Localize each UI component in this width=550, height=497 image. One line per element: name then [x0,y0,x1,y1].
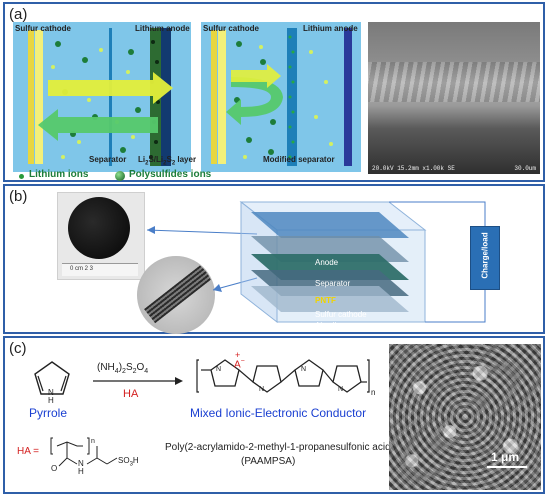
pyrrole-n: N [48,388,54,397]
chain-nh-1: N [216,366,222,373]
repeat-subscript-n: n [371,388,376,397]
scale-bar-label: 1 μm [491,450,520,464]
layer-label-sulfur-cathode: Sulfur cathode [315,310,367,319]
ha-equals-label: HA = [17,446,39,457]
cathode-current-collector [28,30,34,164]
layer-label-anode: Anode [315,258,339,267]
catalyst-ha: HA [123,388,139,400]
paampsa-structure [50,437,118,467]
anode-layer [251,212,409,238]
chain-nh-4: N [338,386,344,393]
sem-scale-text: 30.0um [514,165,536,172]
forward-arrow [48,72,173,104]
modified-separator [287,28,297,166]
sulfur-cathode-plate [218,30,226,164]
panel-a-label: (a) [9,6,28,23]
lithium-anode-plate [344,28,352,166]
callout-arrow-photo [146,229,258,235]
lithium-ion-legend-dot [19,174,24,179]
scale-bar-line [487,466,527,468]
cathode-current-collector [211,30,217,164]
positive-charge: + [235,350,241,360]
tem-image [137,256,215,334]
panel-c: (c) N H Pyrrole (NH4)2S2O4 HA N N N N + … [3,336,545,494]
sem-texture [368,62,540,102]
carbonyl-o: O [51,464,58,473]
chain-nh-2: N [259,386,265,393]
product-label: Mixed Ionic-Electronic Conductor [190,406,367,420]
amide-n: N [78,459,84,468]
blocked-arrow [226,77,283,125]
polymer-abbreviation: (PAAMPSA) [241,456,296,467]
separator-coating-dots [288,35,295,159]
panel-b-label: (b) [9,188,28,205]
pntf-disc [68,197,130,259]
separator-line [109,28,112,166]
panel-a: (a) Sulfur cathode Lithium anode Separat… [3,2,545,182]
sem-grain-overlay [389,344,541,490]
backward-arrow [38,109,158,141]
paampsa-n-subscript: n [91,438,95,445]
oxidant-label: (NH4)2S2O4 [97,362,149,375]
chain-nh-3: N [301,366,307,373]
battery-diagram-modified [201,22,361,172]
lithium-anode-plate [161,28,171,166]
forward-arrow [231,64,281,88]
lithium-ion-dots [243,45,333,159]
pntf-photo: 0 cm 2 3 [57,192,145,280]
sulfonic-group: SO3H [118,456,139,468]
al-collector-layer [251,286,409,312]
charge-load-label: Charge/load [480,232,490,279]
pyrrole-structure [34,361,70,395]
reaction-arrow [93,377,183,385]
sem-cross-section-image: 20.0kV 15.2mm x1.00k SE 30.0um [368,22,540,174]
panel-b: (b) 0 cm 2 3 Anode Separator PNTF Sulfur… [3,184,545,334]
lithium-ions-legend: Lithium ions [29,169,89,180]
polysulfides-ions-legend: Polysulfides ions [129,169,212,180]
panel-c-label: (c) [9,340,27,357]
pyrrole-label: Pyrrole [29,406,68,420]
ruler: 0 cm 2 3 [62,263,138,276]
polypyrrole-chain [196,359,370,393]
charge-load-box: Charge/load [470,226,500,290]
cell2-sulfur-cathode-label: Sulfur cathode [203,24,260,33]
cell2-modified-separator-label: Modified separator [263,155,335,164]
layer-label-pntf: PNTF [315,296,336,305]
cell-stack-schematic [146,200,486,324]
amide-h: H [78,467,84,476]
sulfur-cathode-plate [35,30,43,164]
sem-caption: 20.0kV 15.2mm x1.00k SE [372,165,455,172]
ruler-text: 0 cm 2 3 [70,266,94,272]
cell1-lithium-anode-label: Lithium anode [135,24,190,33]
cell1-sulfur-cathode-label: Sulfur cathode [15,24,72,33]
lithium-ion-dots [51,48,135,159]
polysulfide-legend-dot [115,171,125,181]
layer-label-al-collector: Al collector [315,321,355,330]
counter-anion: A− [234,358,245,371]
sem-particles-image: 1 μm [389,344,541,490]
cell1-separator-label: Separator [89,155,127,164]
pyrrole-h: H [48,396,54,405]
layer-label-separator: Separator [315,279,351,288]
cell1-layer-label: Li2S/Li2S2 layer [138,155,197,167]
battery-diagram-original [13,22,191,172]
polysulfide-dots [234,41,276,155]
polymer-full-name: Poly(2-acrylamido-2-methyl-1-propanesulf… [165,442,394,453]
cell2-lithium-anode-label: Lithium anode [303,24,358,33]
